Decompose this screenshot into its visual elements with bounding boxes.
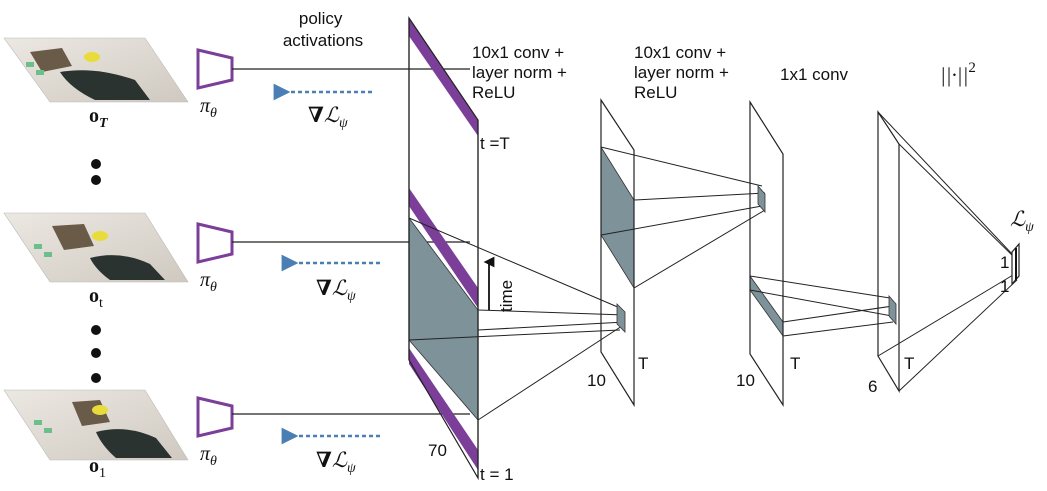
conv3-length: T: [904, 354, 914, 373]
channels-70-label: 70: [428, 441, 447, 460]
time-axis: time: [483, 256, 516, 312]
conv1-title: 10x1 conv + layer norm + ReLU: [472, 43, 572, 102]
conv3-channels: 6: [868, 377, 877, 396]
projection-stage4-loss: [877, 111, 1018, 392]
svg-text:∇ℒψ: ∇ℒψ: [316, 276, 356, 304]
svg-text:∇ℒψ: ∇ℒψ: [308, 103, 348, 131]
conv-layer-2: [749, 99, 784, 408]
gradient-arrow-bottom: ∇ℒψ: [281, 427, 380, 476]
norm-label: ||·||2: [940, 60, 976, 87]
loss-one-top: 1: [1000, 253, 1009, 272]
observation-image-bottom: [3, 389, 189, 461]
svg-text:∇ℒψ: ∇ℒψ: [316, 448, 356, 476]
ellipsis-dots-lower: [91, 325, 101, 383]
projection-stage2-3: [600, 146, 766, 289]
conv1-channels: 10: [587, 371, 606, 390]
policy-block-bottom: [196, 396, 470, 438]
policy-block-top: [196, 48, 470, 90]
ellipsis-dots-upper: [91, 159, 101, 185]
conv2-title: 10x1 conv + layer norm + ReLU: [634, 43, 734, 102]
time-bottom-label: t = 1: [480, 465, 514, 484]
policy-label-top: πθ: [200, 95, 217, 121]
conv-layer-1: [600, 98, 635, 408]
conv2-channels: 10: [736, 371, 755, 390]
policy-block-middle: [196, 222, 470, 264]
obs-label-middle: ot: [89, 285, 103, 311]
projection-stage3-4: [749, 275, 894, 337]
obs-label-bottom: o1: [89, 455, 106, 481]
loss-output: [1011, 242, 1020, 286]
policy-label-bottom: πθ: [200, 443, 217, 469]
loss-one-bottom: 1: [1000, 277, 1009, 296]
observation-image-top: [3, 37, 189, 103]
observation-image-middle: [3, 212, 189, 283]
time-top-label: t =T: [480, 134, 510, 153]
activation-stack: [408, 16, 479, 481]
svg-text:time: time: [497, 280, 516, 312]
gradient-arrow-top: ∇ℒψ: [273, 83, 372, 131]
conv2-length: T: [790, 354, 800, 373]
obs-label-top: oT: [89, 105, 109, 131]
policy-label-middle: πθ: [200, 269, 217, 295]
conv3-title: 1x1 conv: [780, 65, 849, 84]
policy-activations-label: policy activations: [283, 9, 363, 50]
loss-symbol: ℒψ: [1010, 207, 1034, 235]
conv1-length: T: [638, 354, 648, 373]
gradient-arrow-middle: ∇ℒψ: [281, 254, 380, 304]
